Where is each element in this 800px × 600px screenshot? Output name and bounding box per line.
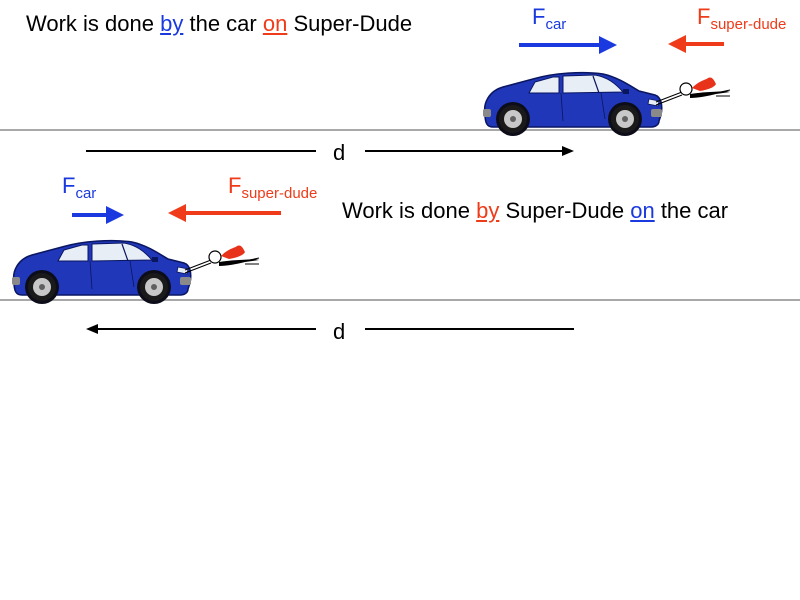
- scene2-displacement-arrow: [86, 324, 574, 334]
- scene1-displacement-label: d: [333, 140, 346, 165]
- scene1-displacement-arrow: [86, 146, 574, 156]
- scene2-displacement-label: d: [333, 319, 346, 344]
- scene2-car: [11, 239, 192, 305]
- scene2-caption: Work is done by Super-Dude on the car: [342, 198, 729, 223]
- scene2-superdude: [184, 244, 260, 274]
- scene2-caption-by: by: [476, 198, 500, 223]
- scene1-superdude: [655, 76, 731, 106]
- scene2-force-super-label: Fsuper-dude: [228, 173, 318, 202]
- scene1-force-car-arrow: [519, 36, 617, 54]
- scene1-force-super-arrow: [668, 35, 724, 53]
- scene1-caption: Work is done by the car on Super-Dude: [26, 11, 413, 36]
- scene1-force-car-label: Fcar: [532, 4, 567, 33]
- scene1-caption-by: by: [160, 11, 184, 36]
- scene2-force-car-arrow: [72, 206, 124, 224]
- scene2-force-car-label: Fcar: [62, 173, 97, 202]
- scene1-car: [482, 71, 663, 137]
- scene1-caption-on: on: [262, 11, 288, 36]
- scene2-force-super-arrow: [168, 204, 281, 222]
- scene2-caption-on: on: [630, 198, 655, 223]
- scene1-force-super-label: Fsuper-dude: [697, 4, 787, 33]
